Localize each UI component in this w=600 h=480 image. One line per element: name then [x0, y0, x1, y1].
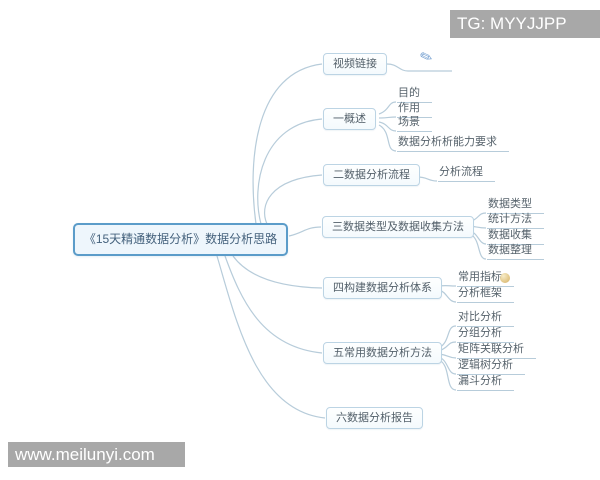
leaf-framework[interactable]: 分析框架 — [457, 286, 514, 303]
connector-b6-c4 — [438, 359, 457, 391]
leaf-logictree-analysis[interactable]: 逻辑树分析 — [457, 358, 525, 375]
branch-analysis-system[interactable]: 四构建数据分析体系 — [323, 277, 442, 299]
connector-root-b4 — [288, 226, 322, 237]
attachment-link-icon[interactable]: ✎ — [417, 47, 436, 68]
site-watermark-badge: www.meilunyi.com — [8, 442, 185, 467]
leaf-stat-method[interactable]: 统计方法 — [487, 212, 544, 229]
branch-overview[interactable]: 一概述 — [323, 108, 376, 130]
connector-b2-c2 — [378, 121, 397, 132]
connector-b1-link — [386, 63, 452, 72]
connector-b2-c3 — [378, 124, 397, 152]
connector-root-b1 — [252, 63, 323, 225]
leaf-process[interactable]: 分析流程 — [438, 165, 495, 182]
connector-root-b7 — [216, 255, 326, 419]
connector-root-b5 — [232, 255, 323, 289]
leaf-function[interactable]: 作用 — [397, 101, 432, 118]
branch-data-types[interactable]: 三数据类型及数据收集方法 — [322, 216, 474, 238]
branch-analysis-methods[interactable]: 五常用数据分析方法 — [323, 342, 442, 364]
leaf-group-analysis[interactable]: 分组分析 — [457, 326, 514, 343]
leaf-data-collect[interactable]: 数据收集 — [487, 228, 544, 245]
root-topic[interactable]: 《15天精通数据分析》数据分析思路 — [73, 223, 288, 256]
connector-root-b6 — [224, 255, 323, 354]
leaf-matrix-analysis[interactable]: 矩阵关联分析 — [457, 342, 536, 359]
note-marker-icon[interactable] — [500, 273, 510, 283]
tg-watermark-badge: TG: MYYJJPP — [450, 10, 600, 38]
leaf-scenario[interactable]: 场景 — [397, 115, 432, 132]
branch-analysis-process[interactable]: 二数据分析流程 — [323, 164, 420, 186]
leaf-compare-analysis[interactable]: 对比分析 — [457, 310, 514, 327]
branch-video-link[interactable]: 视频链接 — [323, 53, 387, 75]
leaf-funnel-analysis[interactable]: 漏斗分析 — [457, 374, 514, 391]
connector-b2-c0 — [378, 101, 397, 115]
connector-b3-c0 — [416, 176, 438, 182]
branch-analysis-report[interactable]: 六数据分析报告 — [326, 407, 423, 429]
leaf-capability[interactable]: 数据分析析能力要求 — [397, 135, 509, 152]
leaf-data-type[interactable]: 数据类型 — [487, 197, 544, 214]
connector-root-b3 — [263, 174, 323, 225]
leaf-purpose[interactable]: 目的 — [397, 86, 432, 103]
leaf-common-metrics[interactable]: 常用指标 — [457, 270, 514, 287]
connector-b4-c3 — [469, 233, 487, 260]
connector-root-b2 — [257, 118, 323, 225]
connector-b2-c1 — [378, 116, 397, 119]
leaf-data-clean[interactable]: 数据整理 — [487, 243, 544, 260]
